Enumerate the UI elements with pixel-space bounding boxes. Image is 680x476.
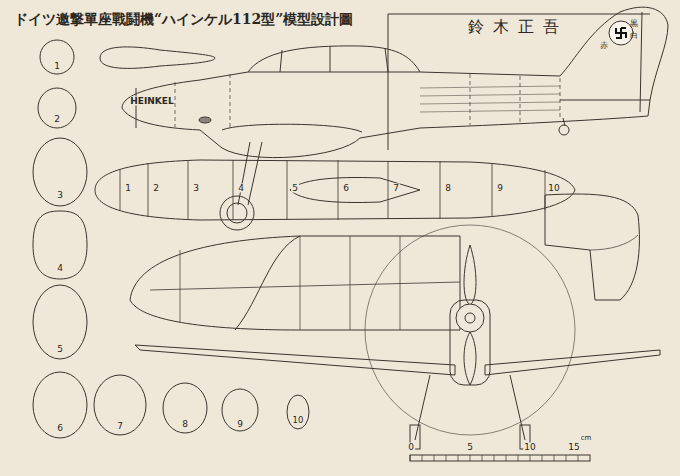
front-view bbox=[456, 304, 484, 332]
station-number: 9 bbox=[496, 184, 504, 193]
wing-plan bbox=[150, 282, 460, 290]
side-view bbox=[560, 12, 650, 112]
side-view bbox=[222, 124, 362, 132]
frame-line bbox=[388, 14, 650, 150]
title: ドイツ邀撃單座戰鬪機“ハインケル112型”模型設計圖 bbox=[14, 12, 353, 26]
cross-sections bbox=[33, 138, 87, 206]
wing-plan bbox=[180, 236, 400, 330]
tailplane bbox=[545, 194, 639, 300]
station-number: 1 bbox=[124, 184, 132, 193]
frame-line bbox=[388, 14, 650, 150]
color-note: 黒 bbox=[630, 20, 638, 28]
scale-bar bbox=[410, 455, 578, 461]
station-number: 2 bbox=[152, 184, 160, 193]
front-view bbox=[465, 313, 475, 323]
cross-sections bbox=[33, 285, 87, 359]
front-view bbox=[464, 245, 476, 305]
station-number: 4 bbox=[237, 184, 245, 193]
cross-sections bbox=[33, 372, 87, 438]
section-number: 10 bbox=[292, 416, 305, 425]
front-view bbox=[464, 332, 476, 385]
section-number: 7 bbox=[116, 422, 124, 431]
side-view bbox=[238, 142, 262, 205]
cross-sections bbox=[287, 395, 309, 429]
cross-sections bbox=[33, 40, 309, 438]
scale-number: 10 bbox=[523, 443, 536, 452]
side-view bbox=[122, 7, 668, 230]
color-note: 赤 bbox=[600, 42, 608, 50]
scale-number: 5 bbox=[466, 443, 474, 452]
tail-marking bbox=[609, 21, 633, 45]
cross-sections bbox=[222, 389, 258, 431]
section-number: 2 bbox=[53, 115, 61, 124]
front-view bbox=[415, 375, 525, 440]
author-name: 鈴木正吾 bbox=[459, 19, 568, 35]
section-number: 8 bbox=[181, 420, 189, 429]
station-number: 7 bbox=[392, 184, 400, 193]
top-view bbox=[120, 160, 545, 220]
side-view bbox=[136, 88, 137, 128]
top-view bbox=[290, 178, 420, 203]
tailplane bbox=[590, 235, 638, 250]
side-view bbox=[559, 125, 569, 135]
station-number: 8 bbox=[444, 184, 452, 193]
section-number: 4 bbox=[56, 264, 64, 273]
wing-plan bbox=[130, 236, 460, 330]
canopy-section bbox=[100, 47, 215, 68]
station-number: 5 bbox=[291, 184, 299, 193]
tail-marking bbox=[609, 21, 633, 45]
fuselage-lettering: HEINKEL bbox=[130, 97, 173, 106]
wing-plan bbox=[130, 236, 460, 330]
section-number: 5 bbox=[56, 345, 64, 354]
tailplane bbox=[545, 194, 639, 300]
side-view bbox=[199, 117, 211, 123]
side-view bbox=[220, 196, 254, 230]
canopy-section bbox=[100, 47, 215, 68]
scale-number: 15 bbox=[567, 443, 580, 452]
side-view bbox=[175, 74, 560, 130]
scale-unit: cm bbox=[580, 435, 593, 442]
front-view bbox=[135, 225, 660, 449]
cross-sections bbox=[40, 40, 74, 74]
scale-number: 0 bbox=[407, 443, 415, 452]
cross-sections bbox=[33, 211, 87, 279]
front-view bbox=[365, 225, 575, 435]
section-number: 9 bbox=[236, 420, 244, 429]
section-number: 1 bbox=[53, 62, 61, 71]
section-number: 6 bbox=[56, 424, 64, 433]
scale-bar bbox=[410, 455, 590, 461]
station-number: 3 bbox=[192, 184, 200, 193]
station-number: 6 bbox=[342, 184, 350, 193]
side-view bbox=[248, 46, 420, 72]
cross-sections bbox=[38, 88, 76, 128]
tail-marking bbox=[616, 28, 626, 38]
scale-bar bbox=[410, 455, 590, 461]
front-view bbox=[485, 350, 660, 375]
cross-sections bbox=[94, 375, 146, 435]
front-view bbox=[450, 300, 490, 385]
wing-plan bbox=[235, 236, 300, 330]
top-view bbox=[95, 160, 575, 220]
section-number: 3 bbox=[56, 191, 64, 200]
side-view bbox=[420, 86, 560, 112]
cross-sections bbox=[163, 383, 207, 433]
side-view bbox=[122, 7, 668, 157]
color-note: 白 bbox=[630, 32, 638, 40]
top-view bbox=[95, 160, 575, 220]
station-number: 10 bbox=[547, 184, 560, 193]
front-view bbox=[135, 345, 455, 375]
